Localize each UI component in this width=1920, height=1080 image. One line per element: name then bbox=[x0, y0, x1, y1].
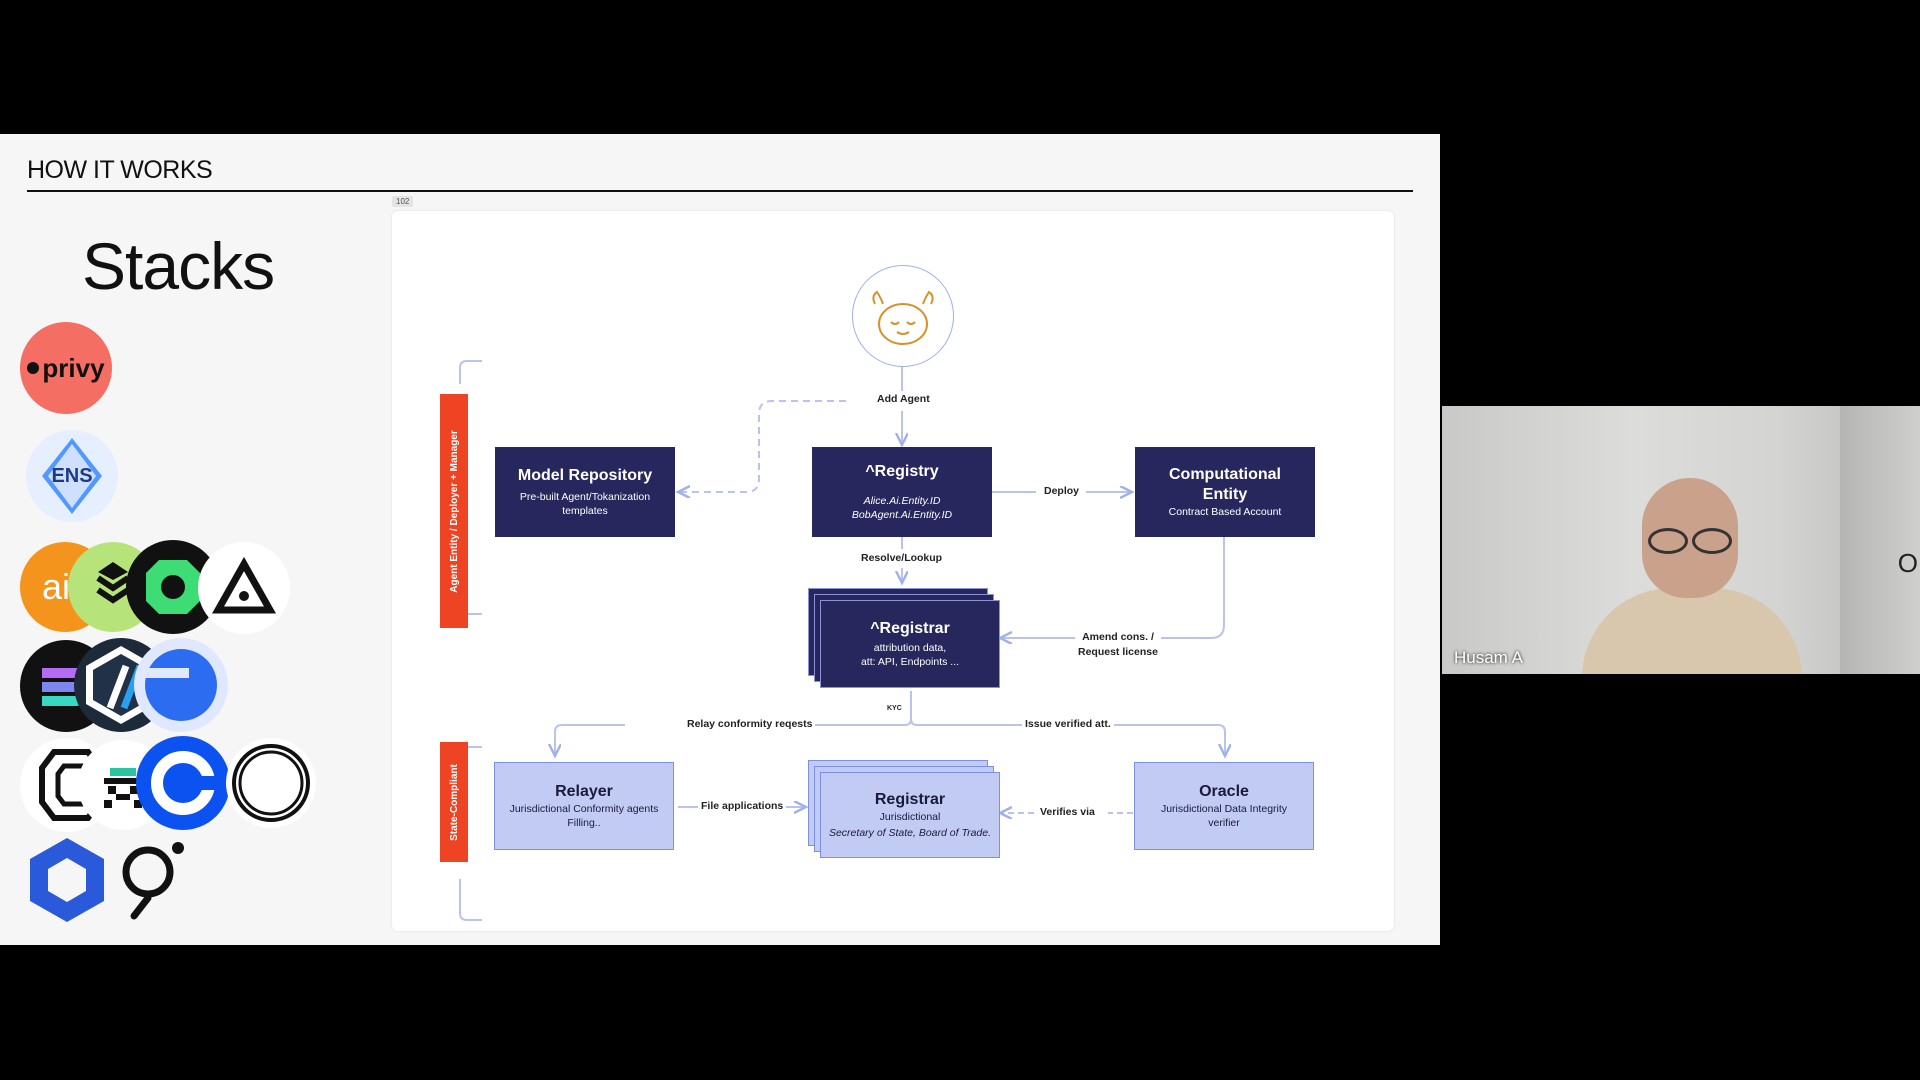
request-license-label: Request license bbox=[1078, 646, 1158, 659]
participant-video bbox=[1582, 478, 1802, 674]
file-applications-label: File applications bbox=[698, 800, 787, 812]
shared-slide: HOW IT WORKS Stacks privy ENS ai bbox=[0, 134, 1440, 945]
ens-diamond-icon bbox=[42, 438, 102, 514]
registry-box: ^Registry Alice.Ai.Entity.ID BobAgent.Ai… bbox=[812, 447, 992, 537]
issue-verified-label: Issue verified att. bbox=[1022, 718, 1114, 730]
smiling-face-icon bbox=[872, 290, 934, 345]
oracle-box: Oracle Jurisdictional Data Integrity ver… bbox=[1134, 762, 1314, 850]
layers-icon bbox=[96, 562, 130, 604]
agent-avatar bbox=[852, 265, 954, 367]
blue-circle-logo bbox=[134, 638, 228, 732]
relayer-box: Relayer Jurisdictional Conformity agents… bbox=[494, 762, 674, 850]
stacks-heading: Stacks bbox=[82, 229, 275, 303]
registrar-attribution-desc-2: att: API, Endpoints ... bbox=[860, 656, 960, 668]
half-circle-icon bbox=[145, 649, 217, 721]
diagram-connectors bbox=[459, 360, 1394, 921]
registrar-jurisdictional-box: Registrar Jurisdictional Secretary of St… bbox=[820, 772, 1000, 858]
resolve-lookup-label: Resolve/Lookup bbox=[858, 552, 946, 564]
privy-logo-text: privy bbox=[42, 352, 105, 383]
registrar-jurisdictional-title: Registrar bbox=[874, 791, 946, 809]
window-frame bbox=[1840, 406, 1920, 674]
relay-conformity-label: Relay conformity reqests bbox=[684, 718, 816, 730]
oracle-desc: Jurisdictional Data Integrity verifier bbox=[1160, 802, 1288, 829]
participant-body bbox=[1582, 588, 1802, 674]
ring-icon bbox=[232, 744, 310, 822]
title-divider bbox=[27, 190, 1413, 192]
state-compliant-bar: State-Compliant bbox=[440, 742, 468, 862]
section-title: HOW IT WORKS bbox=[27, 156, 213, 184]
registrar-attribution-box: ^Registrar attribution data, att: API, E… bbox=[820, 600, 1000, 688]
registrar-attribution-desc-1: attribution data, bbox=[873, 641, 947, 654]
hexagon-icon bbox=[30, 838, 104, 922]
edge-glyph: O bbox=[1897, 548, 1918, 578]
model-repository-desc: Pre-built Agent/Tokanization templates bbox=[519, 490, 651, 517]
magnifier-logo bbox=[118, 834, 188, 926]
kyc-label: KYC bbox=[884, 705, 905, 712]
amend-label: Amend cons. / bbox=[1082, 631, 1154, 643]
pixel-robot-icon bbox=[104, 768, 142, 808]
registrar-jurisdictional-desc-1: Jurisdictional bbox=[879, 811, 941, 824]
ai-logo-text: ai bbox=[41, 566, 71, 607]
computational-entity-title: Computational Entity bbox=[1169, 465, 1281, 503]
coinbase-logo bbox=[136, 736, 230, 830]
architecture-diagram: Agent Entity / Deployer + Manager State-… bbox=[392, 211, 1394, 931]
octagon-ring-icon bbox=[146, 560, 200, 614]
model-repository-box: Model Repository Pre-built Agent/Tokaniz… bbox=[495, 447, 675, 537]
registry-title: ^Registry bbox=[865, 462, 939, 480]
registry-id-bob: BobAgent.Ai.Entity.ID bbox=[851, 509, 953, 521]
model-repository-title: Model Repository bbox=[517, 466, 653, 484]
deploy-label: Deploy bbox=[1041, 485, 1083, 497]
page-number-badge: 102 bbox=[392, 196, 414, 207]
coinbase-c-icon bbox=[151, 751, 216, 815]
registry-id-alice: Alice.Ai.Entity.ID bbox=[863, 494, 941, 507]
relayer-desc: Jurisdictional Conformity agents Filling… bbox=[509, 802, 659, 829]
glasses-icon bbox=[1648, 528, 1732, 554]
privy-logo: privy bbox=[20, 322, 112, 414]
registrar-attribution-title: ^Registrar bbox=[870, 619, 950, 637]
computational-entity-box: Computational Entity Contract Based Acco… bbox=[1135, 447, 1315, 537]
verifies-via-label: Verifies via bbox=[1037, 806, 1098, 818]
participant-name: Husam A bbox=[1454, 648, 1523, 667]
oracle-title: Oracle bbox=[1199, 782, 1249, 800]
agent-entity-bar: Agent Entity / Deployer + Manager bbox=[440, 394, 468, 628]
chainlink-logo bbox=[22, 834, 112, 926]
ring-logo bbox=[226, 738, 316, 828]
triangle-logo bbox=[198, 542, 290, 634]
ens-logo: ENS bbox=[26, 430, 118, 522]
participant-video-tile[interactable]: O Husam A bbox=[1442, 406, 1920, 674]
computational-entity-desc: Contract Based Account bbox=[1168, 505, 1282, 518]
registrar-jurisdictional-desc-2: Secretary of State, Board of Trade. bbox=[828, 826, 992, 839]
triangle-icon bbox=[212, 556, 276, 614]
magnifier-icon bbox=[122, 842, 184, 920]
add-agent-label: Add Agent bbox=[874, 393, 933, 405]
relayer-title: Relayer bbox=[555, 782, 613, 800]
amend-request-label: Amend cons. / Request license bbox=[1075, 630, 1161, 661]
privy-dot-icon bbox=[27, 362, 40, 374]
ens-logo-text: ENS bbox=[51, 464, 93, 487]
